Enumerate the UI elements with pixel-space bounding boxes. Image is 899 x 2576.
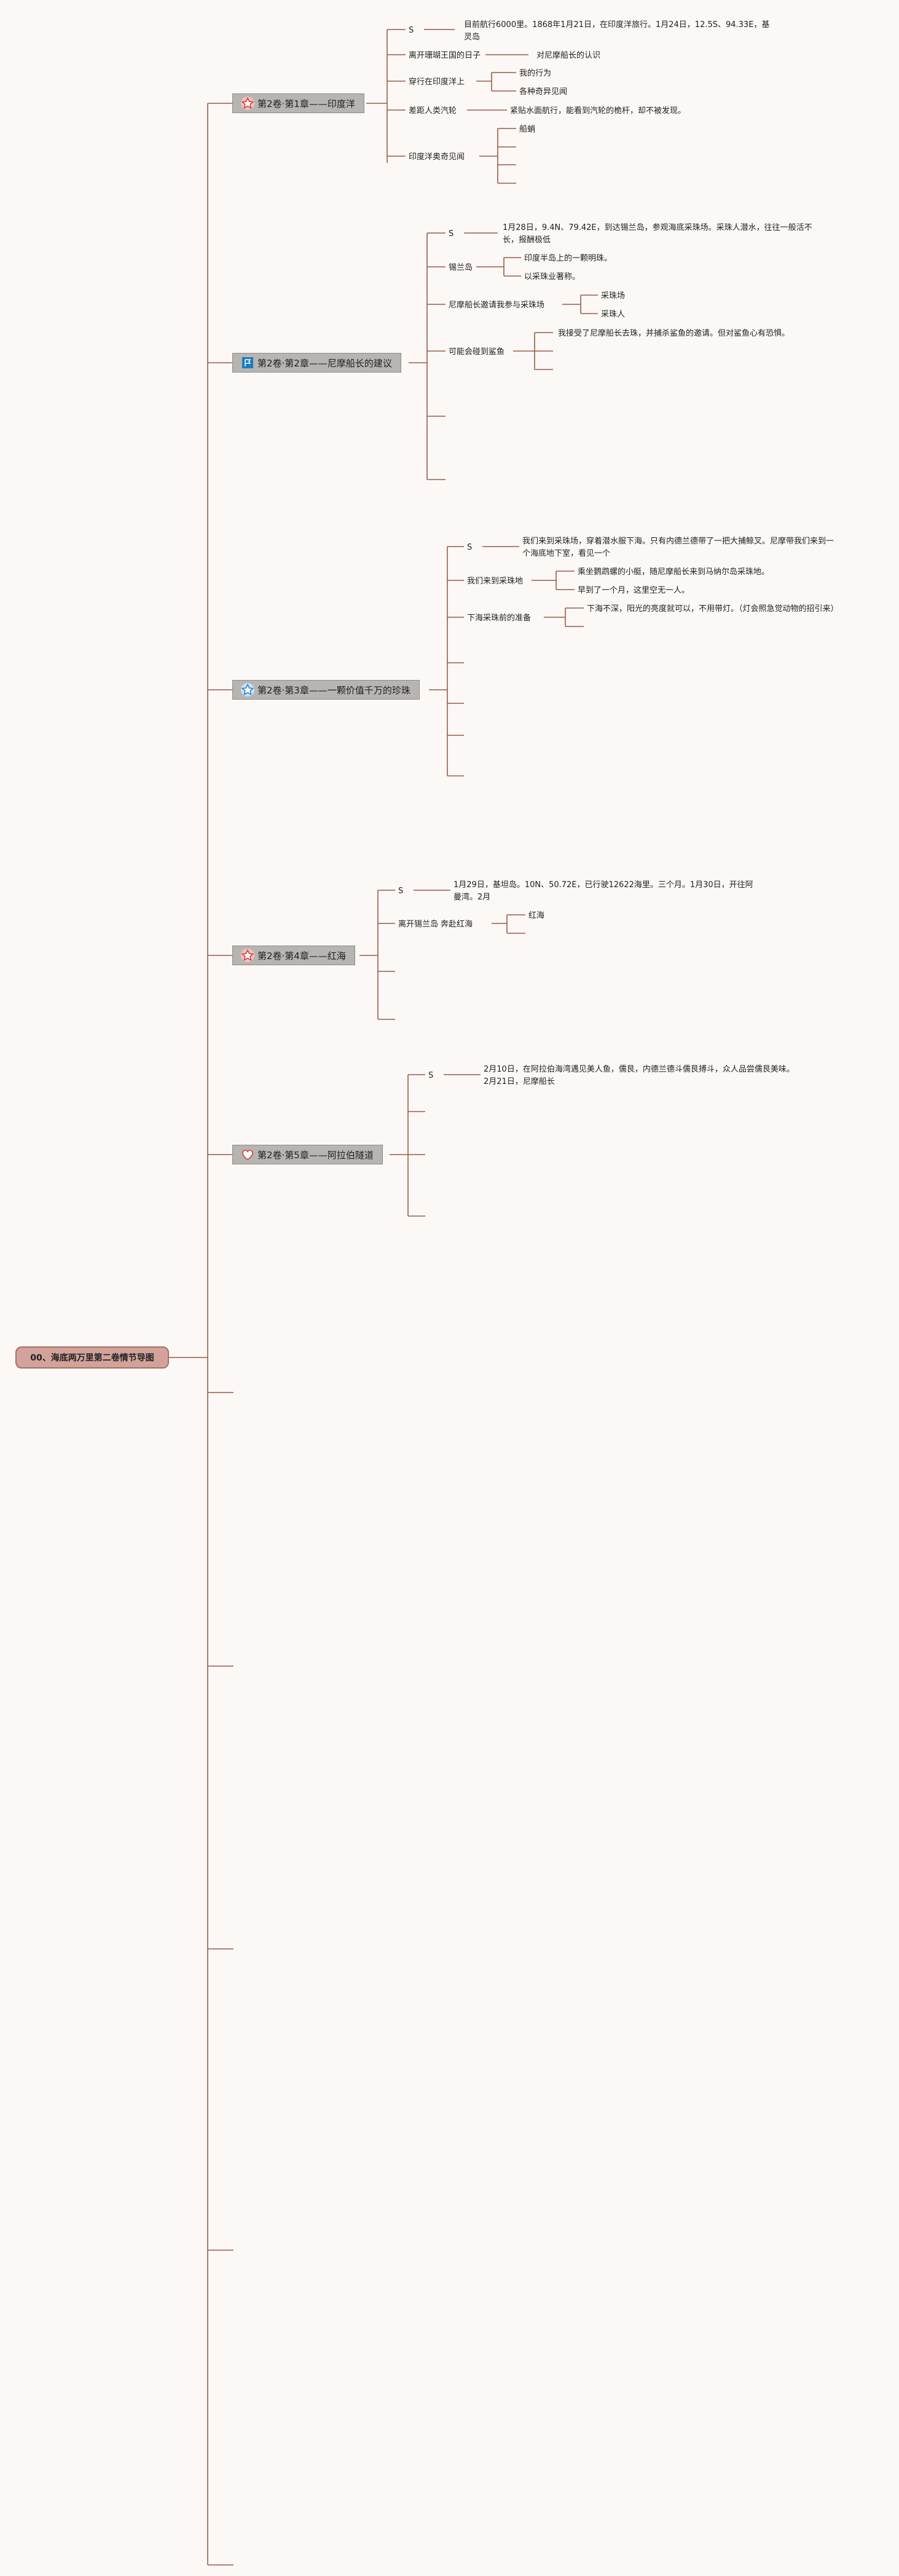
ch4-item-redsea: 离开锡兰岛 奔赴红海 <box>398 920 473 929</box>
ch3-arrive-detail-2: 早到了一个月，这里空无一人。 <box>578 586 690 595</box>
ch1-item-coral: 离开珊瑚王国的日子 <box>409 51 481 60</box>
star-icon <box>240 96 255 111</box>
chapter-1-label: 第2卷·第1章——印度洋 <box>257 98 355 109</box>
ch3-arrive-detail-1: 乘坐鹦鹉螺的小艇，随尼摩船长来到马纳尔岛采珠地。 <box>578 567 770 577</box>
ch2-item-shark: 可能会碰到鲨鱼 <box>449 347 505 357</box>
ch4-s-detail: 1月29日，基坦岛。10N、50.72E，已行驶12622海里。三个月。1月30… <box>453 880 753 902</box>
chapter-2-label: 第2卷·第2章——尼摩船长的建议 <box>257 357 392 369</box>
root-node[interactable]: 00、海底两万里第二卷情节导图 <box>15 1346 169 1369</box>
ch2-s-detail: 1月28日，9.4N、79.42E，到达锡兰岛，参观海底采珠场。采珠人潜水，往往… <box>503 223 812 245</box>
ch4-redsea-detail: 红海 <box>528 911 545 920</box>
chapter-1-node[interactable]: 第2卷·第1章——印度洋 <box>232 93 364 113</box>
ch1-item-wonders: 印度洋奥奇见闻 <box>409 152 465 162</box>
ch3-item-arrive: 我们来到采珠地 <box>467 577 524 586</box>
chapter-5-label: 第2卷·第5章——阿拉伯隧道 <box>257 1149 374 1161</box>
ch3-s-detail: 我们来到采珠场，穿着潜水服下海。只有内德兰德带了一把大捕鲸叉。尼摩带我们来到一个… <box>522 537 834 558</box>
ch1-ocean-detail-1: 我的行为 <box>519 69 552 78</box>
chapter-3-label: 第2卷·第3章——一颗价值千万的珍珠 <box>257 684 410 696</box>
flag-icon <box>240 355 255 370</box>
ch3-prepare-detail: 下海不深，阳光的亮度就可以，不用带灯。（灯会照急觉动物的招引来） <box>587 604 839 614</box>
ch2-item-s: S <box>449 229 454 239</box>
chapter-4-node[interactable]: 第2卷·第4章——红海 <box>232 946 355 965</box>
ch5-s-detail: 2月10日，在阿拉伯海湾遇见美人鱼，儒艮，内德兰德斗儒艮搏斗，众人品尝儒艮美味。… <box>484 1065 795 1086</box>
ch5-item-s: S <box>428 1071 434 1080</box>
ch2-ceylon-detail-1: 印度半岛上的一颗明珠。 <box>524 254 613 263</box>
ch2-ceylon-detail-2: 以采珠业著称。 <box>524 272 581 282</box>
ch1-item-steamer: 差距人类汽轮 <box>409 106 457 116</box>
ch3-item-s: S <box>467 543 473 552</box>
ch1-steamer-detail: 紧贴水面航行，能看到汽轮的桅杆，却不被发现。 <box>510 106 686 116</box>
ch4-item-s: S <box>398 887 404 896</box>
ch1-item-s: S <box>409 26 414 35</box>
ch2-shark-detail: 我接受了尼摩船长去珠，并捕杀鲨鱼的邀请。但对鲨鱼心有恐惧。 <box>558 329 790 338</box>
ch1-item-indian-ocean: 穿行在印度洋上 <box>409 77 465 87</box>
root-label: 00、海底两万里第二卷情节导图 <box>30 1353 154 1363</box>
ch1-s-detail: 目前航行6000里。1868年1月21日，在印度洋旅行。1月24日，12.5S、… <box>464 20 770 42</box>
ch2-invite-detail-1: 采珠场 <box>601 291 626 301</box>
ch2-item-ceylon: 锡兰岛 <box>449 263 473 272</box>
chapter-4-label: 第2卷·第4章——红海 <box>257 950 346 962</box>
chapter-5-node[interactable]: 第2卷·第5章——阿拉伯隧道 <box>232 1145 383 1164</box>
ch1-coral-detail: 对尼摩船长的认识 <box>536 51 601 60</box>
ch1-ocean-detail-2: 各种奇异见闻 <box>519 87 568 97</box>
ch2-invite-detail-2: 采珠人 <box>601 310 626 319</box>
ch2-item-invite: 尼摩船长邀请我参与采珠场 <box>449 301 545 310</box>
star-icon <box>240 682 255 697</box>
star-icon <box>240 948 255 963</box>
heart-icon <box>240 1147 255 1162</box>
chapter-3-node[interactable]: 第2卷·第3章——一颗价值千万的珍珠 <box>232 680 420 700</box>
chapter-2-node[interactable]: 第2卷·第2章——尼摩船长的建议 <box>232 353 401 373</box>
ch3-item-prepare: 下海采珠前的准备 <box>467 614 532 623</box>
ch1-wonders-detail: 船蛸 <box>519 125 536 134</box>
